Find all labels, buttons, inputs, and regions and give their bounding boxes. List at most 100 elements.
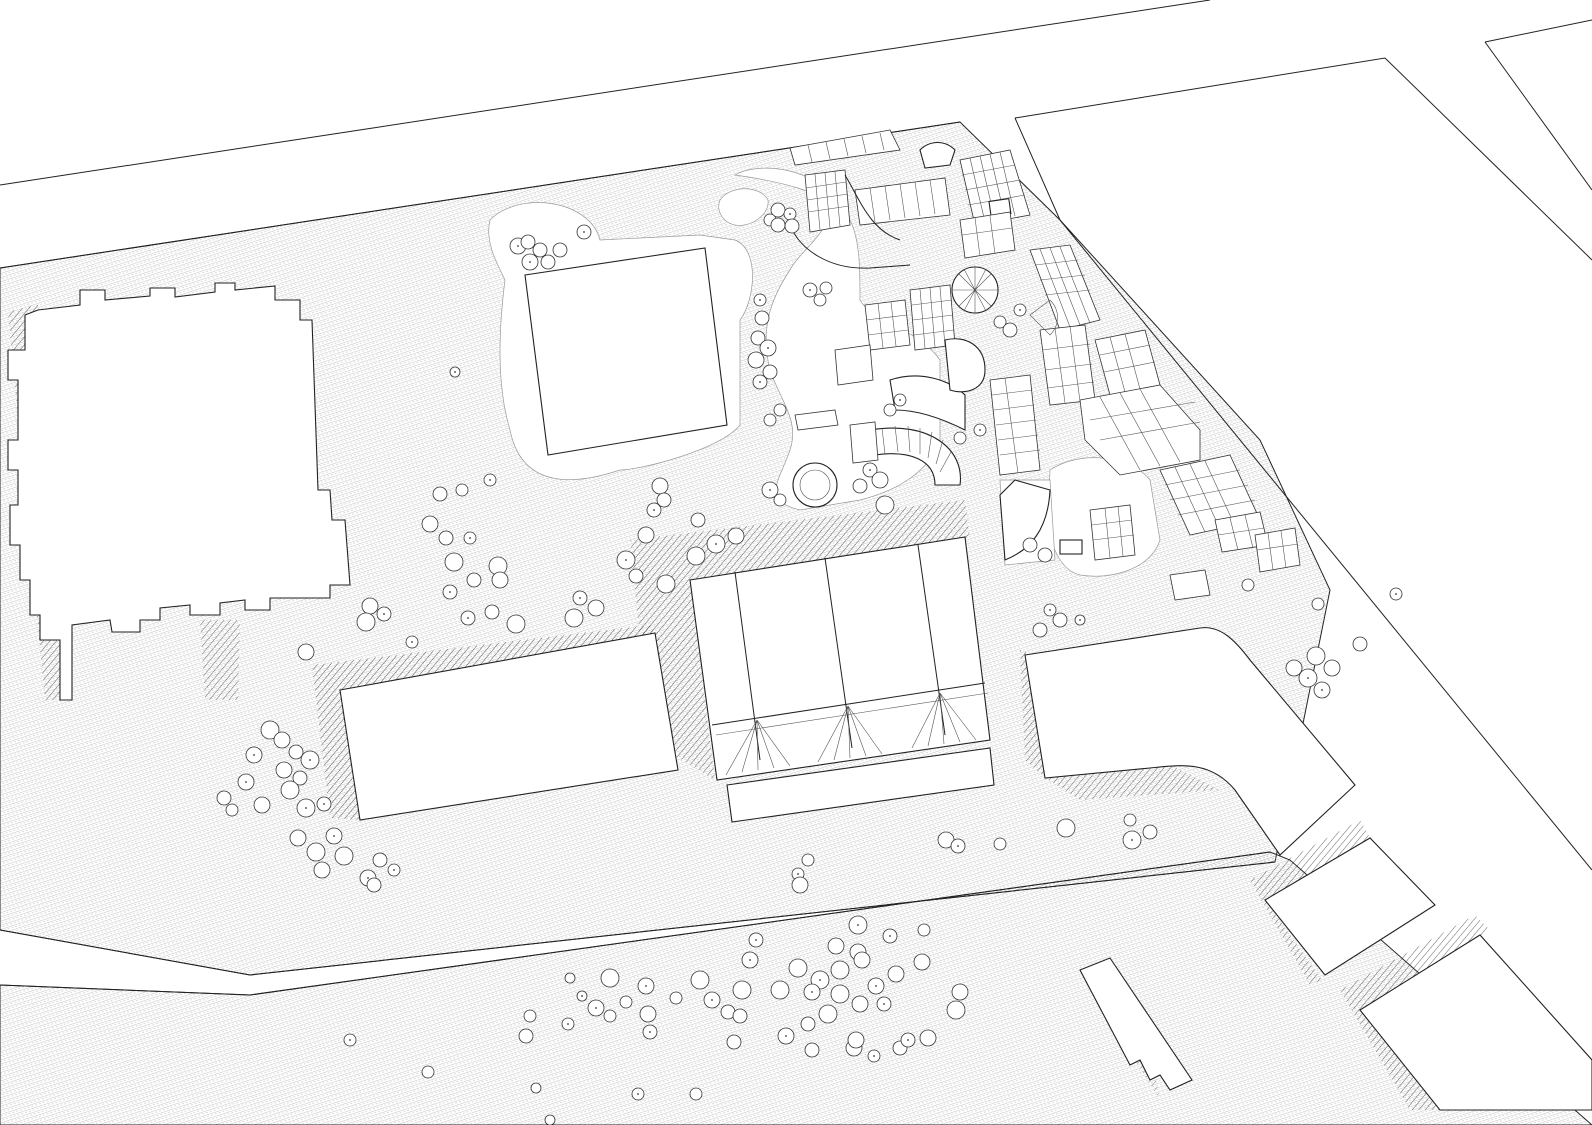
tree [1142, 824, 1158, 840]
tree [628, 568, 644, 584]
tree [656, 574, 676, 594]
tree [552, 242, 568, 258]
tree-trunk [469, 537, 471, 539]
tree-trunk [323, 803, 325, 805]
tree-trunk [253, 754, 255, 756]
tree-trunk [309, 759, 311, 761]
tree [273, 731, 291, 749]
pavilion-cluster[interactable] [789, 129, 1301, 601]
tree-trunk [625, 559, 627, 561]
tree [819, 281, 833, 295]
tree [1323, 659, 1341, 677]
tree-trunk [789, 213, 791, 215]
tree [288, 744, 304, 760]
tree-trunk [785, 1035, 787, 1037]
tree-trunk [1049, 609, 1051, 611]
tree-trunk [653, 509, 655, 511]
tree [875, 495, 895, 515]
tree-trunk [393, 869, 395, 871]
tree [689, 1087, 703, 1101]
tree [1052, 612, 1068, 628]
tree-trunk [649, 1031, 651, 1033]
tree [770, 202, 786, 218]
square-building[interactable] [524, 247, 728, 456]
tree-trunk [899, 399, 901, 401]
tree-trunk [1307, 677, 1309, 679]
tent-hall[interactable] [689, 536, 995, 823]
tree-trunk [767, 347, 769, 349]
tree-trunk [449, 591, 451, 593]
tree [356, 612, 376, 632]
tree-trunk [755, 939, 757, 941]
building-east[interactable] [1024, 627, 1356, 856]
tree [366, 877, 382, 893]
tree-trunk [749, 959, 751, 961]
tree [887, 965, 905, 983]
tree [587, 599, 605, 617]
tree [993, 315, 1007, 329]
tree [225, 803, 239, 817]
tree [851, 995, 869, 1013]
tree [432, 486, 448, 502]
tree-trunk [454, 371, 456, 373]
tree [421, 515, 439, 533]
tree [1037, 547, 1053, 563]
tree [1056, 818, 1076, 838]
tree [804, 1042, 820, 1058]
tree [750, 330, 766, 346]
tree [813, 293, 827, 307]
tree-trunk [1321, 689, 1323, 691]
tree-trunk [581, 995, 583, 997]
tree-trunk [797, 873, 799, 875]
tree [297, 643, 315, 661]
tree [603, 1009, 617, 1023]
tree [770, 980, 790, 1000]
tree-trunk [583, 231, 585, 233]
tree [993, 837, 1007, 851]
tree [1306, 646, 1326, 666]
tree [830, 960, 850, 980]
tree-trunk [489, 479, 491, 481]
tree-trunk [305, 807, 307, 809]
stepped-building[interactable] [7, 282, 351, 701]
tree [946, 1000, 966, 1020]
tree [788, 958, 808, 978]
building-southeast-2[interactable] [1359, 934, 1592, 1111]
tree-trunk [1131, 839, 1133, 841]
tree [847, 1031, 865, 1049]
road-lines [0, 0, 1592, 996]
tree [951, 983, 969, 1001]
tree [651, 477, 669, 495]
tree-trunk [873, 1055, 875, 1057]
building-southeast-1[interactable] [1264, 837, 1436, 976]
tree [289, 829, 307, 847]
tree-trunk [517, 245, 519, 247]
long-building-west[interactable] [339, 632, 679, 821]
tree [334, 846, 354, 866]
tree [484, 604, 500, 620]
tree [619, 995, 633, 1009]
tree [690, 970, 710, 990]
tree-trunk [579, 597, 581, 599]
tree [917, 923, 931, 937]
tree [532, 242, 548, 258]
tree [421, 1065, 435, 1079]
tree-trunk [889, 935, 891, 937]
tree [871, 471, 889, 489]
tree [292, 770, 308, 786]
tree [762, 364, 778, 380]
tree-trunk [595, 1007, 597, 1009]
tree [830, 984, 850, 1004]
tree-trunk [529, 261, 531, 263]
tree-trunk [349, 1039, 351, 1041]
tree-trunk [875, 985, 877, 987]
tree [216, 790, 232, 806]
tree-trunk [645, 985, 647, 987]
tree [773, 403, 787, 417]
tree [732, 1008, 748, 1024]
building-south-strip[interactable] [1079, 957, 1193, 1091]
tree [639, 1005, 657, 1023]
tree [1002, 322, 1018, 338]
tree [523, 1009, 537, 1023]
tree [564, 972, 576, 984]
